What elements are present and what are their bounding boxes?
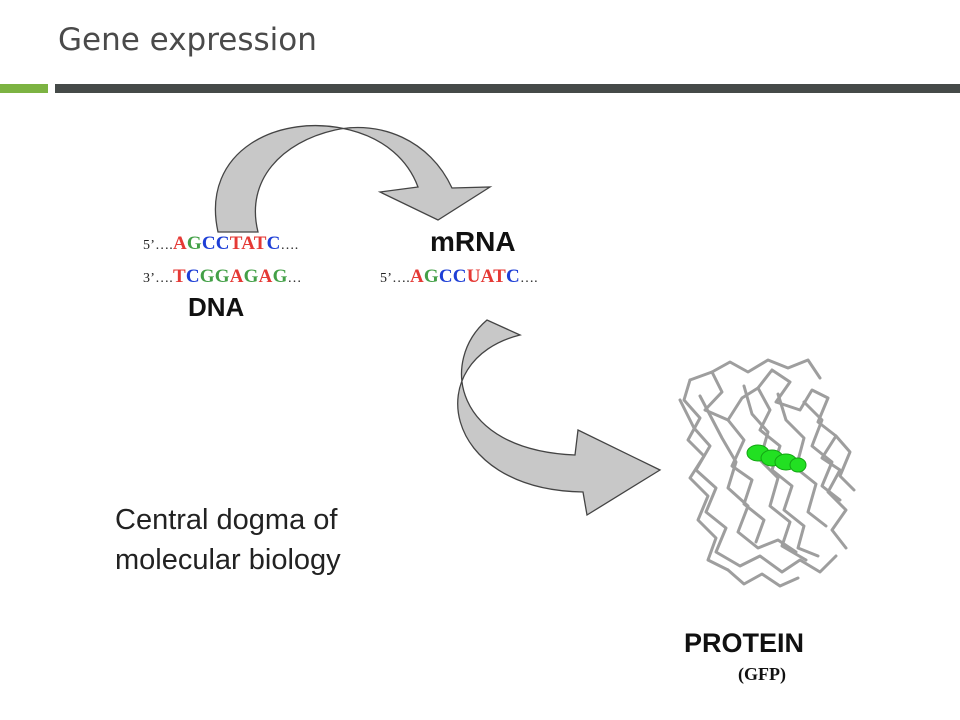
caption-line: Central dogma of: [115, 504, 338, 536]
base: C: [506, 266, 520, 287]
base: C: [438, 266, 453, 287]
base: T: [229, 233, 242, 254]
caption-line: molecular biology: [115, 544, 341, 576]
base: A: [229, 266, 244, 287]
base: C: [201, 233, 216, 254]
base: G: [186, 233, 202, 254]
base: G: [243, 266, 259, 287]
transcription-arrow: [214, 125, 493, 233]
base: G: [199, 266, 215, 287]
protein-structure: [678, 358, 856, 588]
protein-sublabel: (GFP): [738, 664, 786, 684]
base: A: [258, 266, 273, 287]
caption: Central dogma of molecular biology: [115, 500, 435, 580]
title-divider: [55, 84, 960, 93]
strand-prefix: 5’: [143, 238, 156, 253]
base: A: [409, 266, 424, 287]
mrna-label: mRNA: [430, 226, 516, 257]
strand-prefix: 5’: [380, 271, 393, 286]
strand-dots: ….: [155, 271, 173, 286]
base: A: [172, 233, 187, 254]
strand-dots: …: [287, 271, 302, 286]
base: G: [423, 266, 439, 287]
mrna-strand: 5’….AGCCUATC….: [380, 266, 538, 288]
strand-dots: ….: [392, 271, 410, 286]
base: C: [452, 266, 467, 287]
base: C: [185, 266, 200, 287]
base: G: [214, 266, 230, 287]
accent-bar: [0, 84, 48, 93]
base: U: [466, 266, 481, 287]
base: T: [172, 266, 186, 287]
slide-title: Gene expression: [58, 22, 317, 58]
chromophore: [746, 444, 807, 473]
base: T: [493, 266, 507, 287]
base: C: [266, 233, 281, 254]
base: G: [272, 266, 288, 287]
strand-dots: ….: [519, 271, 538, 286]
base: T: [253, 233, 267, 254]
base: A: [241, 233, 254, 254]
strand-dots: ….: [155, 238, 173, 253]
dna-label: DNA: [188, 292, 245, 322]
dna-strand-bottom: 3’….TCGGAGAG…: [143, 266, 302, 288]
strand-dots: ….: [280, 238, 299, 253]
strand-prefix: 3’: [143, 271, 156, 286]
dna-strand-top: 5’….AGCCTATC….: [143, 233, 298, 255]
translation-arrow: [457, 319, 662, 517]
protein-label: PROTEIN: [684, 628, 805, 658]
base: C: [215, 233, 230, 254]
base: A: [480, 266, 494, 287]
